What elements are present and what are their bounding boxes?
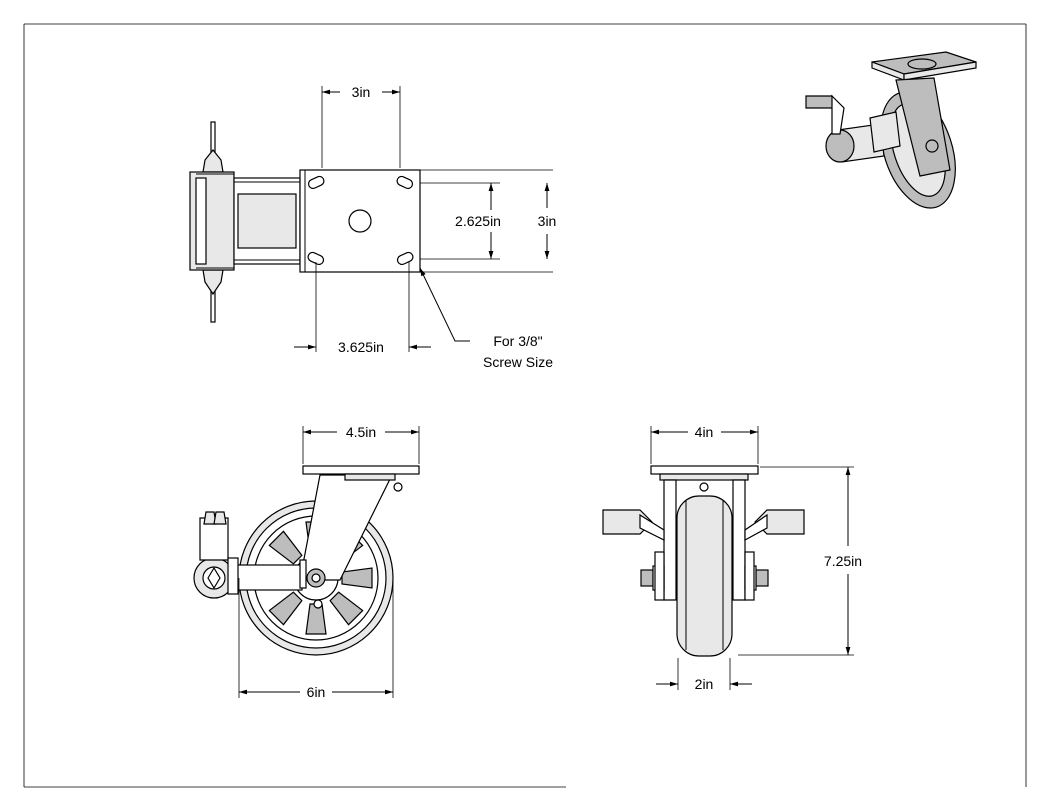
screw-note-line1: For 3/8" [493, 333, 542, 349]
top-dim-plate-height: 3in [420, 169, 557, 273]
top-dim-plate-height-label: 3in [538, 213, 557, 229]
top-view-brake [189, 121, 301, 323]
top-dim-plate-width-label: 3in [352, 84, 371, 100]
front-dim-wheel-width: 2in [656, 658, 752, 692]
front-dim-overall-height-label: 7.25in [824, 553, 862, 569]
front-view: 4in 7.25in 2in [602, 424, 862, 692]
drawing-frame [23, 23, 1027, 788]
side-view: 4.5in 6in [193, 424, 420, 700]
side-dim-top-width: 4.5in [302, 424, 420, 464]
top-dim-plate-width: 3in [321, 84, 401, 168]
side-view-fork [299, 465, 420, 609]
front-dim-overall-height: 7.25in [738, 466, 862, 656]
front-view-assembly [602, 465, 805, 657]
screw-note-line2: Screw Size [483, 354, 553, 370]
isometric-view [805, 51, 977, 209]
top-dim-bolt-spacing-y-label: 2.625in [455, 213, 501, 229]
front-dim-plate-width: 4in [650, 424, 759, 464]
side-dim-wheel-diameter-label: 6in [307, 684, 326, 700]
top-view: 3in 2.625in 3in 3.625in F [189, 84, 557, 370]
top-dim-bolt-spacing-y: 2.625in [420, 182, 501, 260]
front-dim-plate-width-label: 4in [695, 424, 714, 440]
top-dim-bolt-spacing-x-label: 3.625in [338, 339, 384, 355]
top-dim-bolt-spacing-x: 3.625in [294, 262, 431, 355]
side-dim-top-width-label: 4.5in [346, 424, 376, 440]
top-view-mount-plate [299, 169, 421, 273]
front-dim-wheel-width-label: 2in [695, 676, 714, 692]
top-view-screw-note: For 3/8" Screw Size [419, 267, 553, 370]
side-dim-wheel-diameter: 6in [238, 578, 394, 700]
